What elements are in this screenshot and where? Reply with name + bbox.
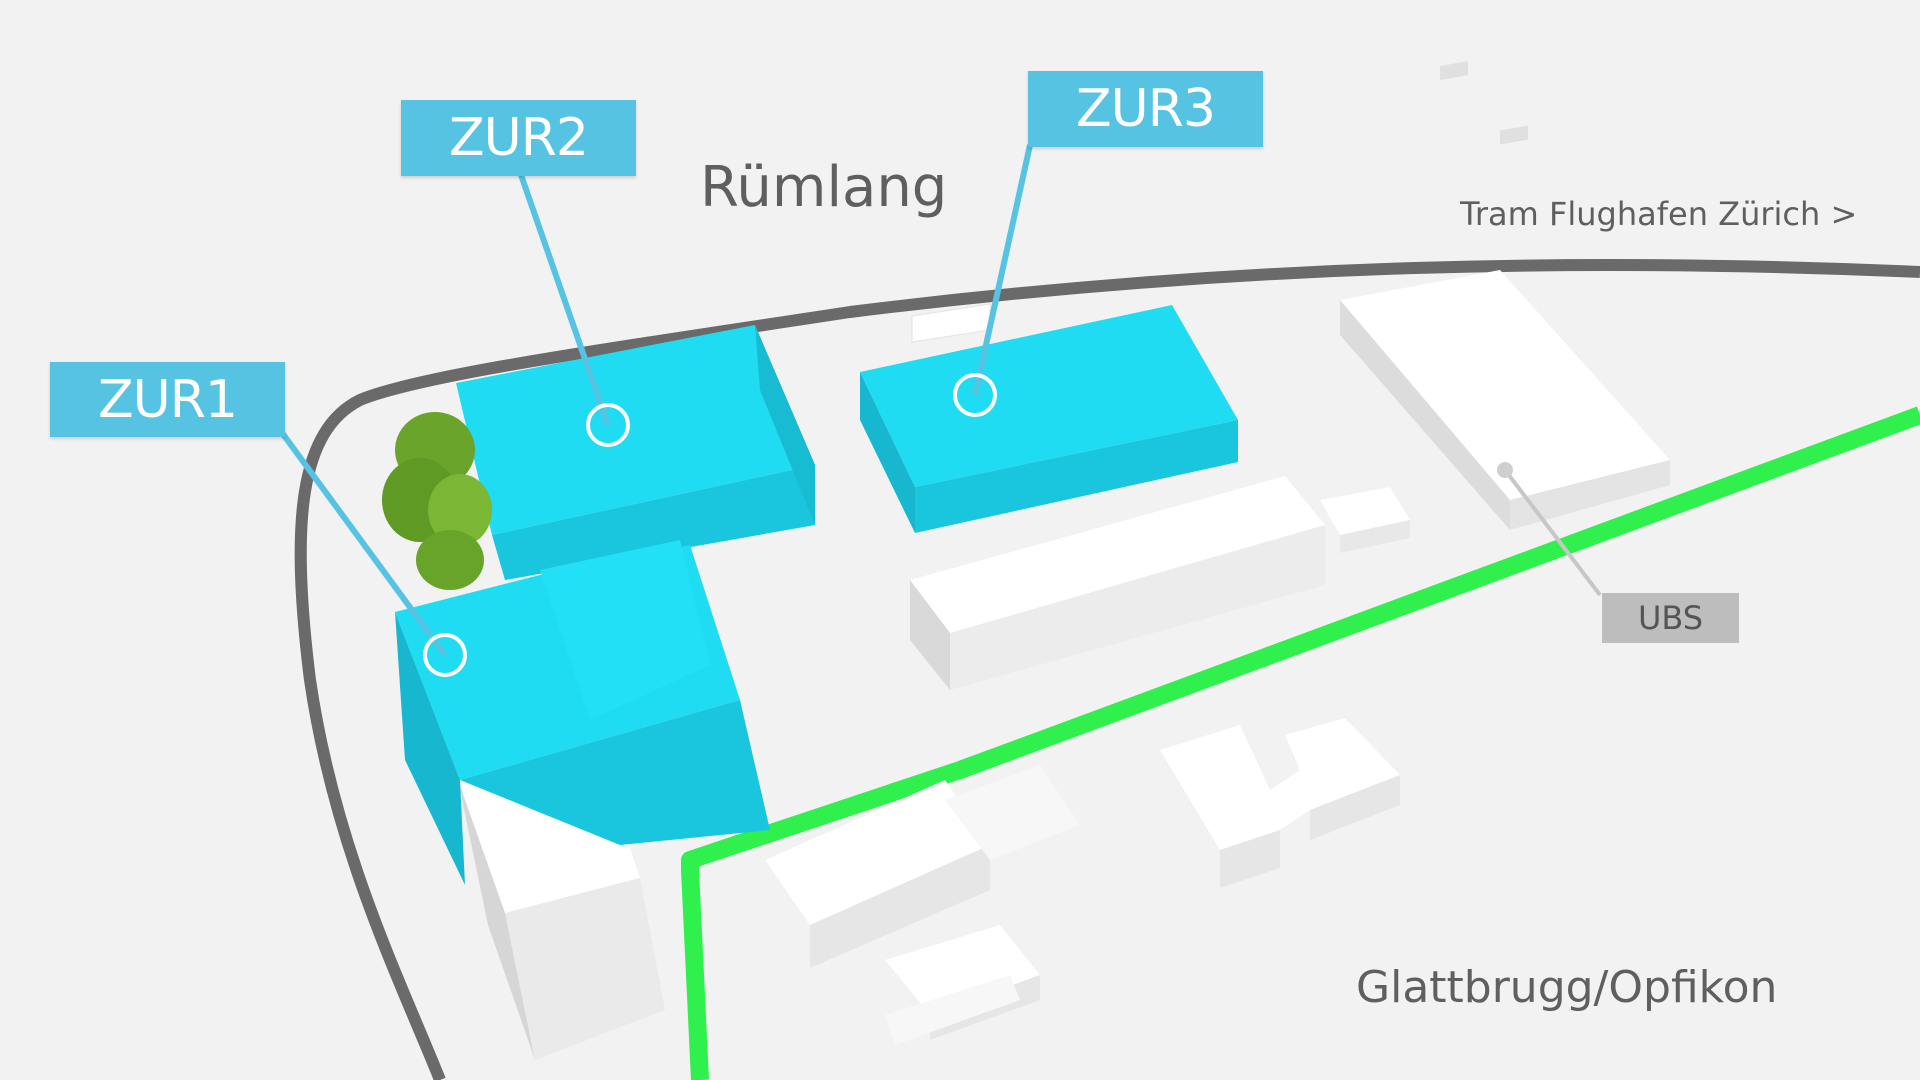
road (294, 259, 1920, 1080)
zur2-marker-icon (586, 403, 630, 447)
tram-line (681, 406, 1920, 1080)
zur3-label[interactable]: ZUR3 (1028, 71, 1263, 147)
place-glattbrugg: Glattbrugg/Opfikon (1356, 962, 1778, 1013)
ubs-connector (1503, 468, 1602, 597)
ubs-label: UBS (1602, 593, 1739, 643)
tree-icon (382, 412, 492, 590)
callout-markers (423, 373, 997, 677)
zur1-label[interactable]: ZUR1 (50, 362, 285, 437)
place-ruemlang: Rümlang (700, 155, 948, 220)
zur1-building[interactable] (395, 540, 770, 885)
zur3-building[interactable] (860, 305, 1238, 533)
zur1-marker-icon (423, 633, 467, 677)
callout-lines (277, 144, 1033, 657)
zur2-label[interactable]: ZUR2 (401, 100, 636, 176)
place-tram: Tram Flughafen Zürich > (1460, 195, 1858, 233)
ubs-marker-icon (1497, 462, 1513, 478)
zur2-building[interactable] (456, 325, 815, 580)
zur3-marker-icon (953, 373, 997, 417)
